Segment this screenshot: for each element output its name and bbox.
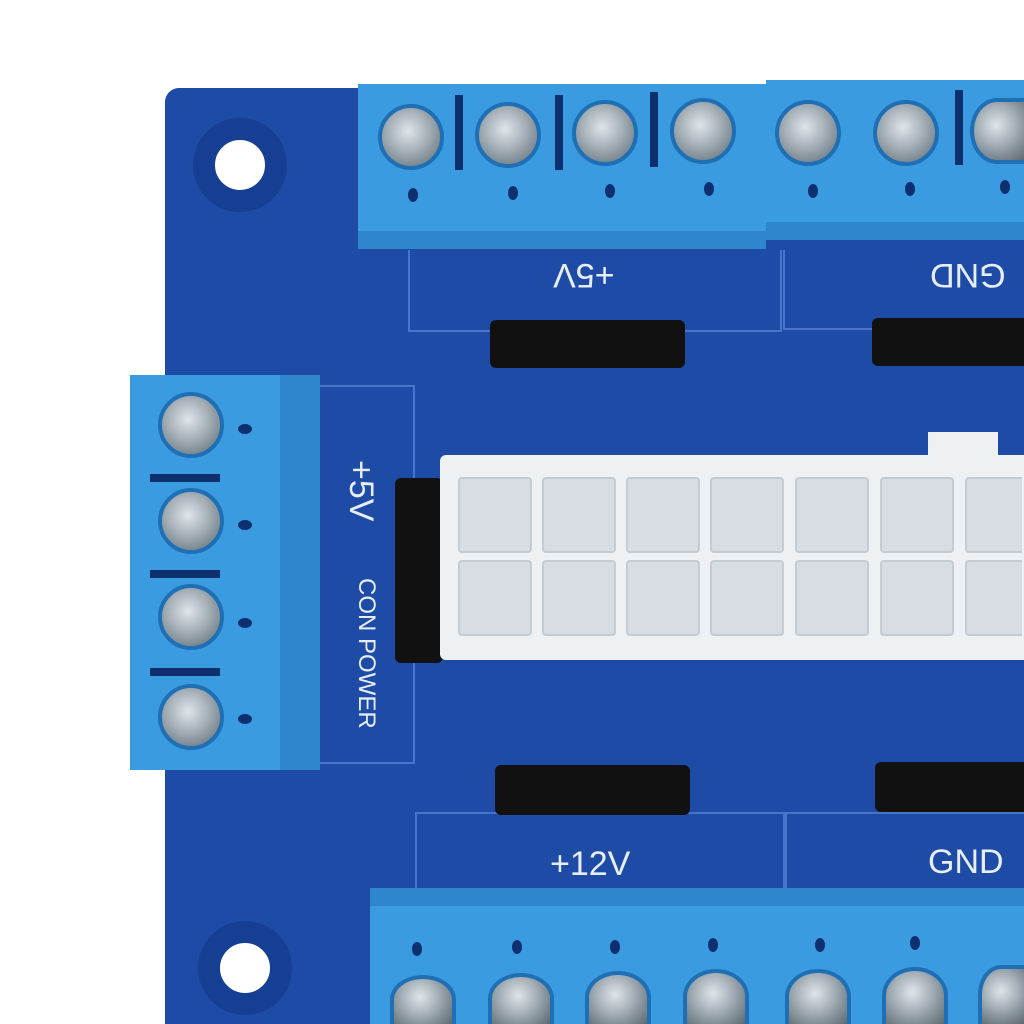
separator <box>555 95 563 170</box>
terminal-hole <box>238 714 252 724</box>
screw-terminal[interactable] <box>488 973 554 1024</box>
screw-terminal[interactable] <box>882 967 948 1024</box>
mounting-hole <box>198 921 292 1015</box>
terminal-hole <box>708 938 718 952</box>
screw-terminal[interactable] <box>873 100 939 166</box>
screw-terminal[interactable] <box>158 488 224 554</box>
terminal-hole <box>704 182 714 196</box>
screw-terminal[interactable] <box>585 971 651 1024</box>
label-gnd-bottom: GND <box>928 843 1004 881</box>
screw-terminal[interactable] <box>158 684 224 750</box>
label-con-power: CON POWER <box>353 578 380 729</box>
trace-outline <box>785 812 1024 904</box>
screw-terminal[interactable] <box>970 98 1024 164</box>
separator <box>150 668 220 676</box>
screw-terminal[interactable] <box>158 392 224 458</box>
connector-latch <box>928 432 998 458</box>
pin-header <box>490 320 685 368</box>
terminal-hole <box>815 938 825 952</box>
screw-terminal[interactable] <box>978 965 1024 1024</box>
terminal-hole <box>238 520 252 530</box>
screw-terminal[interactable] <box>785 969 851 1024</box>
separator <box>455 95 463 170</box>
screw-terminal[interactable] <box>390 975 456 1024</box>
screw-terminal[interactable] <box>158 584 224 650</box>
separator <box>150 570 220 578</box>
separator <box>150 474 220 482</box>
terminal-hole <box>408 188 418 202</box>
screw-terminal[interactable] <box>775 100 841 166</box>
terminal-hole <box>605 184 615 198</box>
screw-terminal[interactable] <box>572 100 638 166</box>
label-plus-5v-top: +5V <box>553 256 615 294</box>
label-gnd-top: GND <box>930 256 1006 294</box>
terminal-hole <box>910 936 920 950</box>
pin-header <box>495 765 690 815</box>
separator <box>650 92 658 167</box>
terminal-hole <box>905 182 915 196</box>
screw-terminal[interactable] <box>683 969 749 1024</box>
pin-header <box>395 478 443 663</box>
terminal-hole <box>808 184 818 198</box>
label-plus-5v-left: +5V <box>342 460 380 522</box>
atx-power-connector[interactable] <box>440 455 1024 660</box>
separator <box>955 90 963 165</box>
terminal-hole <box>1000 180 1010 194</box>
pin-header <box>872 318 1024 366</box>
terminal-hole <box>412 942 422 956</box>
terminal-hole <box>610 940 620 954</box>
terminal-hole <box>508 186 518 200</box>
pin-header <box>875 762 1024 812</box>
screw-terminal[interactable] <box>670 98 736 164</box>
terminal-hole <box>512 940 522 954</box>
label-plus-12v: +12V <box>550 845 631 883</box>
terminal-hole <box>238 424 252 434</box>
screw-terminal[interactable] <box>475 102 541 168</box>
screw-terminal[interactable] <box>378 104 444 170</box>
terminal-hole <box>238 618 252 628</box>
mounting-hole <box>193 118 287 212</box>
